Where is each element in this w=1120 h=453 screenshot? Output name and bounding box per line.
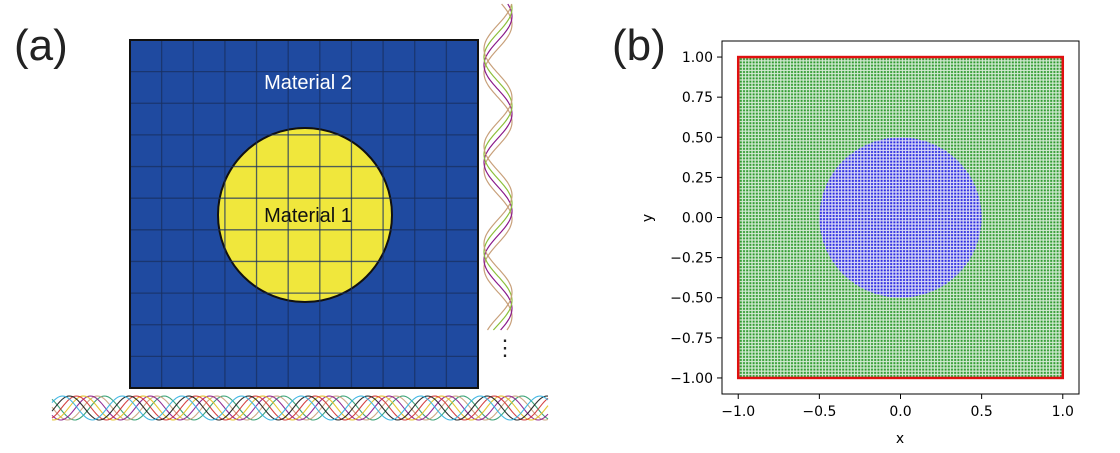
basis-curve-x: [51, 395, 549, 421]
x-axis-ticks: −1.0 −0.5 0.0 0.5 1.0: [721, 394, 1074, 420]
y-axis-label: y: [640, 214, 656, 222]
scatter-plot: −1.0 −0.5 0.0 0.5 1.0 1.00 0.75 0.50 0.25 0.00 −0…: [640, 40, 1080, 447]
x-tick-label: −1.0: [721, 404, 755, 420]
x-tick-label: −0.5: [802, 404, 836, 420]
x-tick-label: 0.5: [971, 404, 993, 420]
material-1-label: Material 1: [264, 205, 352, 227]
y-tick-label: 0.50: [682, 130, 713, 146]
y-tick-label: 0.75: [682, 90, 713, 106]
x-tick-label: 0.0: [889, 404, 911, 420]
panel-b: (b) −1.0 −0.5 0.0 0.5 1.0 1.00 0.75 0.50 0.25 0.…: [612, 21, 1080, 447]
basis-curve-x: [51, 395, 549, 421]
y-tick-label: −0.25: [670, 251, 713, 267]
material-1-points: [819, 137, 982, 298]
point-regions: [738, 57, 1063, 378]
basis-curve-y: [483, 3, 513, 331]
y-tick-label: −0.75: [670, 331, 713, 347]
basis-curve-y: [483, 3, 513, 331]
boundary-square: [736, 55, 1065, 380]
basis-curve-x: [51, 395, 549, 421]
basis-curve-x: [51, 395, 548, 421]
basis-functions-y: [483, 3, 513, 331]
basis-curve-x: [51, 395, 549, 421]
y-axis-ticks: 1.00 0.75 0.50 0.25 0.00 −0.25 −0.50 −0.75 −1.00: [670, 50, 722, 387]
panel-a: (a) Material 2 Material 1 ⋮: [14, 3, 549, 421]
panel-b-label: (b): [612, 21, 666, 70]
panel-a-label: (a): [14, 21, 68, 70]
x-tick-label: 1.0: [1052, 404, 1074, 420]
basis-curve-x: [51, 395, 549, 421]
x-axis-label: x: [896, 431, 904, 447]
y-tick-label: 0.00: [682, 211, 713, 227]
material-2-border: [129, 39, 479, 389]
basis-curve-y: [483, 3, 513, 331]
ellipsis-icon: ⋮: [494, 335, 516, 360]
material-2-label: Material 2: [264, 72, 352, 94]
basis-functions-x: [51, 395, 549, 421]
y-tick-label: 0.25: [682, 170, 713, 186]
y-tick-label: −1.00: [670, 371, 713, 387]
basis-curve-x: [51, 395, 549, 421]
mesh-grid: [130, 40, 478, 388]
material-1-circle: [217, 127, 393, 303]
y-tick-label: −0.50: [670, 291, 713, 307]
y-tick-label: 1.00: [682, 50, 713, 66]
